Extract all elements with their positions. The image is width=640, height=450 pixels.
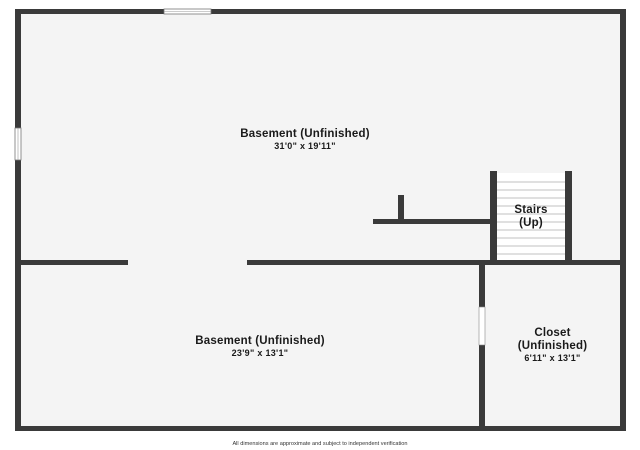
room-dimensions: 23'9" x 13'1" bbox=[231, 348, 289, 359]
stair-treads bbox=[497, 181, 565, 255]
room-label-stairs: Stairs (Up) bbox=[496, 204, 566, 230]
room-dimensions: 6'11" x 13'1" bbox=[524, 353, 581, 364]
room-name: Closet (Unfinished) bbox=[517, 327, 588, 353]
room-label-closet: Closet (Unfinished) 6'11" x 13'1" bbox=[490, 327, 615, 364]
room-name: Basement (Unfinished) bbox=[240, 128, 370, 140]
disclaimer: All dimensions are approximate and subje… bbox=[232, 441, 408, 447]
room-name: Stairs (Up) bbox=[514, 204, 548, 230]
closet-door bbox=[478, 306, 486, 346]
room-label-basement-upper: Basement (Unfinished) 31'0" x 19'11" bbox=[180, 128, 430, 152]
interior-walls bbox=[18, 171, 622, 428]
room-label-basement-lower: Basement (Unfinished) 23'9" x 13'1" bbox=[135, 335, 385, 359]
room-dimensions: 31'0" x 19'11" bbox=[274, 141, 336, 152]
exterior-walls bbox=[15, 9, 626, 431]
window-left bbox=[14, 127, 22, 161]
room-name: Basement (Unfinished) bbox=[195, 335, 325, 347]
window-top bbox=[163, 8, 212, 15]
